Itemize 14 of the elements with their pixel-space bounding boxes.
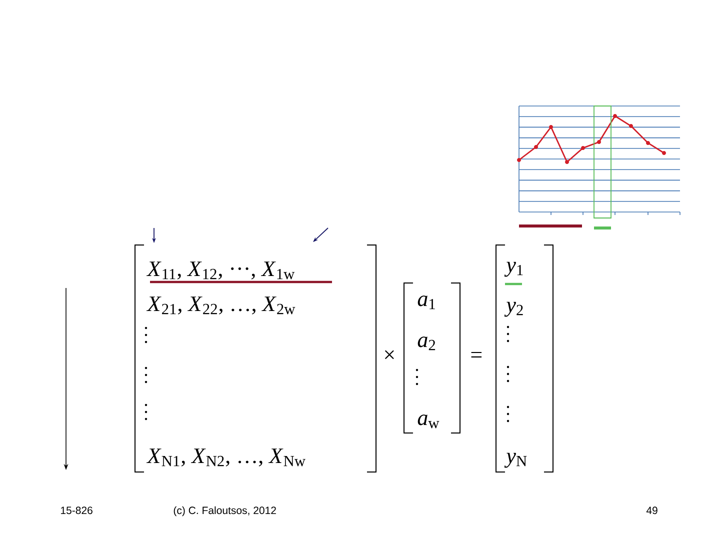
operator: × <box>384 350 394 360</box>
vector-entry: a$_{2}$ <box>418 336 436 350</box>
matrix-row: X$_{21}$, X$_{22}$, …, X$_{2w}$ <box>146 296 296 314</box>
vector-entry: a$_{1}$ <box>418 296 435 310</box>
footer-text: 15-826 <box>61 506 92 514</box>
page-number: 49 <box>646 506 658 514</box>
vector-entry: a$_{w}$ <box>418 414 440 428</box>
vector-entry: y$_{N}$ <box>504 452 527 468</box>
operator: = <box>471 352 482 358</box>
vector-entry: y$_{1}$ <box>504 262 523 277</box>
matrix-row: X$_{N1}$, X$_{N2}$, …, X$_{Nw}$ <box>146 448 306 466</box>
footer-text: (c) C. Faloutsos, 2012 <box>174 506 276 516</box>
vector-entry: y$_{2}$ <box>504 302 523 317</box>
matrix-row: X$_{11}$, X$_{12}$, ···, X$_{1w}$ <box>146 262 295 280</box>
